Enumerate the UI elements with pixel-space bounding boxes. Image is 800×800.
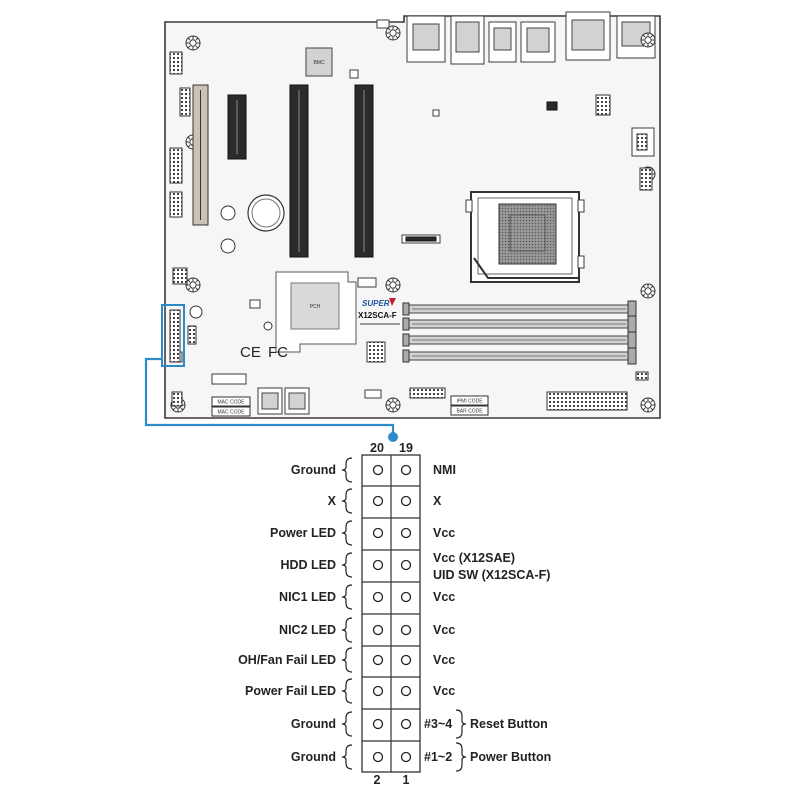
pin-label-right: NMI — [433, 463, 456, 477]
pin-label-right: Vcc — [433, 623, 455, 637]
pin-label-right: Vcc (X12SAE) — [433, 551, 515, 565]
pin-pair-label: #1~2 — [424, 750, 452, 764]
brand-logo: SUPER — [362, 299, 390, 308]
mac-code-label-2: MAC CODE — [218, 410, 246, 416]
pin-label-right: Vcc — [433, 590, 455, 604]
pin-label-left: Power Fail LED — [245, 684, 336, 698]
mounting-hole-icon — [385, 25, 401, 41]
header-pins — [372, 464, 412, 763]
callout-line — [144, 357, 395, 435]
pin-label-left: Ground — [291, 750, 336, 764]
highlight-box — [161, 304, 185, 367]
pin-pair-label: #3~4 — [424, 717, 452, 731]
pin-label-right: Vcc — [433, 653, 455, 667]
power-brace — [455, 742, 467, 772]
header-row-dividers — [362, 485, 420, 742]
mounting-hole-icon — [185, 35, 201, 51]
bar-code-box — [450, 405, 489, 416]
misc-headers — [171, 69, 655, 399]
mounting-hole-icon — [385, 277, 401, 293]
pin-label-left: Power LED — [270, 526, 336, 540]
pin-number-20: 20 — [370, 441, 384, 455]
pin-label-right: Vcc — [433, 684, 455, 698]
cpu-socket — [465, 191, 585, 283]
dimm-slots — [402, 300, 637, 365]
pin-number-1: 1 — [403, 773, 410, 787]
model-name: X12SCA-F — [358, 311, 397, 320]
pin-label-right-line2: UID SW (X12SCA-F) — [433, 568, 550, 582]
ipmi-code-label: IPMI CODE — [456, 399, 483, 405]
mac-code-box-2 — [211, 406, 251, 417]
left-braces — [341, 457, 353, 770]
mounting-hole-icon — [640, 32, 656, 48]
mounting-hole-icon — [385, 397, 401, 413]
pin-header-diagram: 20 19 2 1 — [238, 441, 551, 787]
bottom-components — [257, 387, 628, 415]
ce-mark: CE — [240, 344, 261, 361]
pin-label-left: NIC2 LED — [279, 623, 336, 637]
pin-number-19: 19 — [399, 441, 413, 455]
pin-label-right: Power Button — [470, 750, 551, 764]
callout-dot — [388, 432, 398, 442]
mac-code-label-1: MAC CODE — [218, 400, 246, 406]
bmc-chip — [305, 47, 333, 77]
rear-io-connectors — [376, 11, 656, 65]
left-headers — [169, 51, 197, 407]
front-panel-header — [161, 304, 185, 367]
pin-label-left: NIC1 LED — [279, 590, 336, 604]
standoff — [220, 238, 236, 254]
pin-label-left: OH/Fan Fail LED — [238, 653, 336, 667]
mac-code-box-1 — [211, 396, 251, 407]
pch-heatsink: PCH — [275, 271, 357, 353]
pin-label-left: Ground — [291, 717, 336, 731]
pin-label-right: Reset Button — [470, 717, 548, 731]
pin-label-right: X — [433, 494, 442, 508]
standoff — [220, 205, 236, 221]
ipmi-code-box — [450, 395, 489, 406]
fc-mark: FC — [268, 344, 288, 361]
reset-brace — [455, 709, 467, 739]
pin-label-left: Ground — [291, 463, 336, 477]
battery-inner — [251, 198, 281, 228]
standoff — [189, 305, 203, 319]
pin-label-right: Vcc — [433, 526, 455, 540]
pin-label-left: X — [328, 494, 337, 508]
mounting-hole-icon — [640, 283, 656, 299]
battery — [247, 194, 285, 232]
mounting-hole-icon — [640, 397, 656, 413]
motherboard: BMC — [161, 11, 661, 419]
pin-number-2: 2 — [374, 773, 381, 787]
standoff — [263, 321, 273, 331]
pin-label-left: HDD LED — [280, 558, 336, 572]
brand-logo-mark — [389, 298, 396, 306]
pcie-slots — [192, 84, 374, 258]
bmc-label: BMC — [313, 60, 325, 66]
pch-label: PCH — [310, 304, 321, 310]
mounting-hole-icon — [185, 277, 201, 293]
bar-code-label: BAR CODE — [456, 409, 483, 415]
